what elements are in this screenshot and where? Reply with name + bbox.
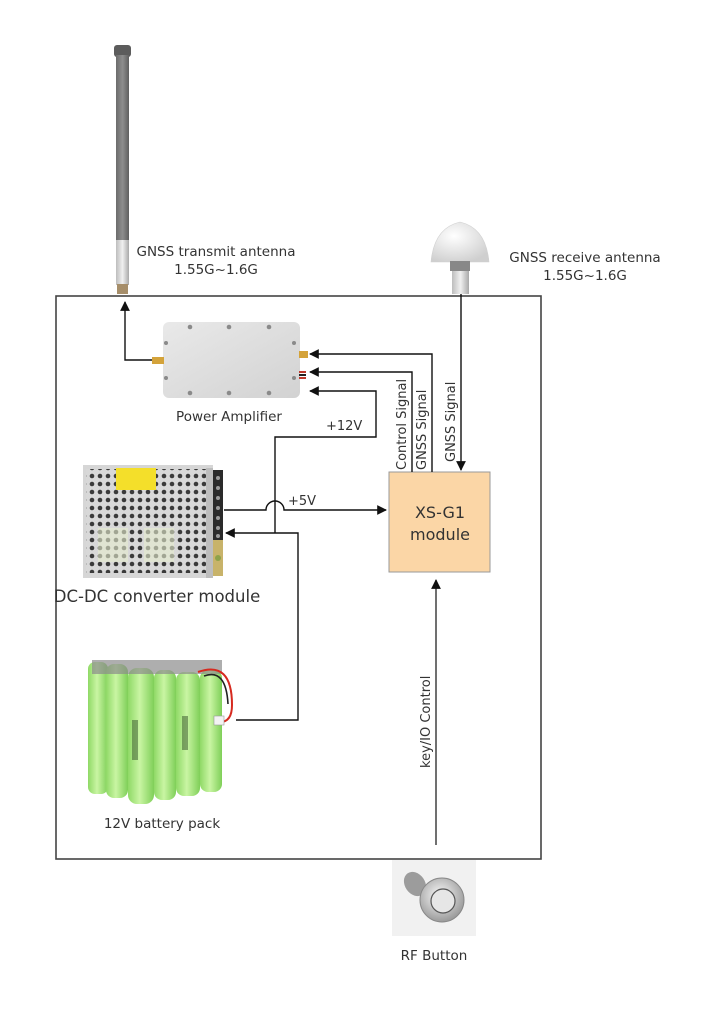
rf-button-label: RF Button bbox=[401, 948, 468, 964]
battery-pack-image bbox=[88, 660, 234, 804]
battery-line bbox=[225, 528, 299, 721]
dcdc-converter-label: DC-DC converter module bbox=[54, 587, 260, 606]
xs-g1-module-box bbox=[388, 471, 491, 573]
v12-line bbox=[274, 386, 377, 533]
gnss-tx-line bbox=[309, 349, 433, 472]
enclosure-frame bbox=[55, 295, 542, 860]
receive-antenna-label: GNSS receive antenna bbox=[509, 250, 660, 266]
gnss-tx-signal-label: GNSS Signal bbox=[415, 390, 430, 470]
v5-line bbox=[224, 500, 387, 515]
pa-to-antenna-line bbox=[120, 301, 152, 361]
transmit-antenna-label: GNSS transmit antenna bbox=[137, 244, 296, 260]
power-amplifier-image bbox=[152, 322, 308, 398]
receive-antenna-image bbox=[430, 221, 490, 294]
xs-g1-module-subtitle: module bbox=[410, 525, 470, 544]
transmit-antenna-freq: 1.55G~1.6G bbox=[174, 262, 258, 278]
battery-pack-label: 12V battery pack bbox=[104, 816, 221, 832]
power-amplifier-label: Power Amplifier bbox=[176, 409, 282, 425]
xs-g1-module-title: XS-G1 bbox=[415, 503, 465, 522]
key-io-label: key/IO Control bbox=[419, 676, 434, 768]
gnss-rx-signal-label: GNSS Signal bbox=[444, 382, 459, 462]
transmit-antenna-image bbox=[114, 45, 131, 294]
rf-button-image[interactable] bbox=[392, 860, 476, 936]
v5-label: +5V bbox=[288, 494, 316, 509]
control-signal-line bbox=[309, 367, 413, 472]
control-signal-label: Control Signal bbox=[395, 379, 410, 470]
receive-antenna-freq: 1.55G~1.6G bbox=[543, 268, 627, 284]
v12-label: +12V bbox=[326, 419, 362, 434]
dcdc-converter-image bbox=[83, 465, 223, 578]
